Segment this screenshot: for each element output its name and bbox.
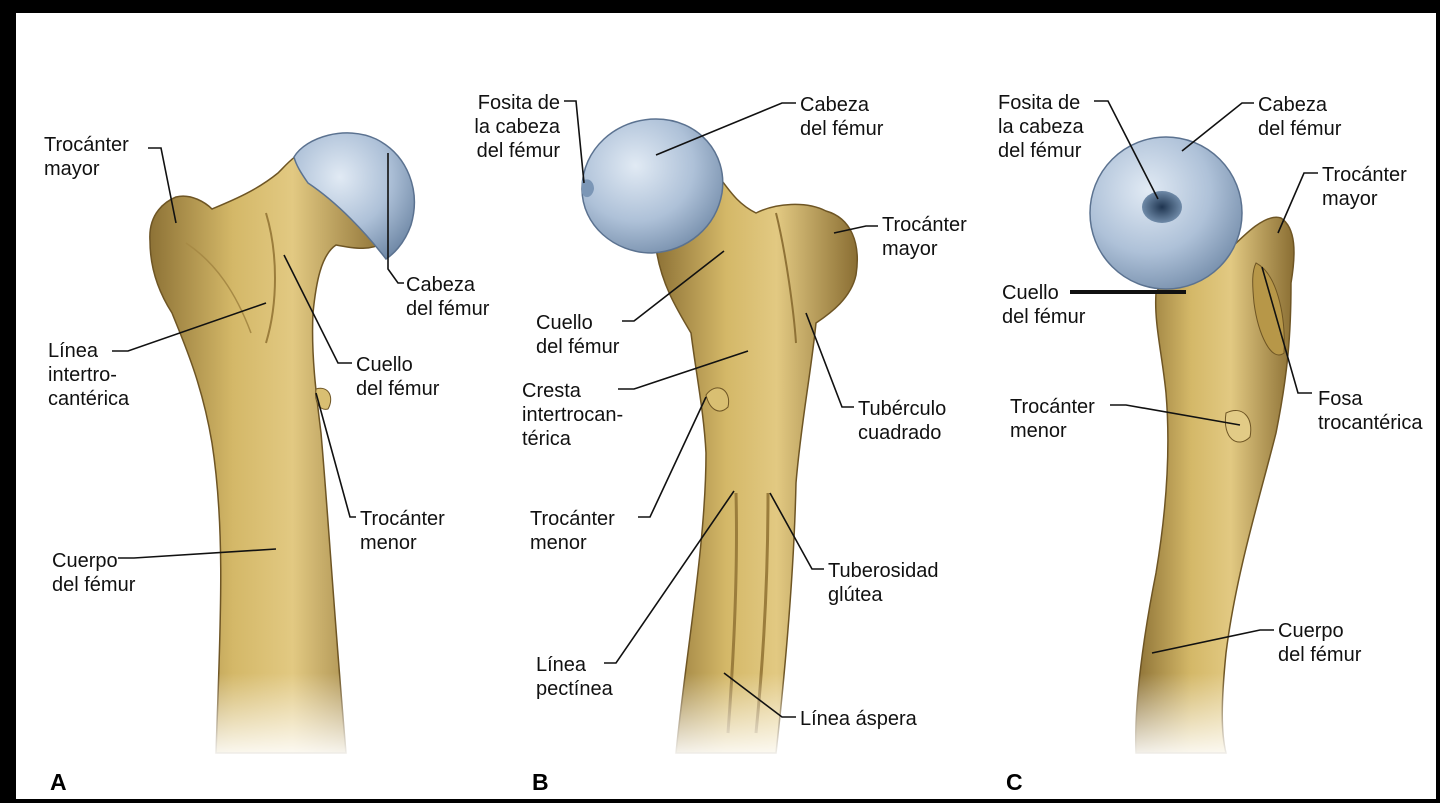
label-c-femoral-head: Cabeza del fémur bbox=[1258, 93, 1341, 141]
femur-illustration bbox=[16, 13, 1436, 799]
leader-b-fovea bbox=[564, 101, 584, 183]
label-a-greater-trochanter: Trocánter mayor bbox=[44, 133, 129, 181]
label-a-shaft: Cuerpo del fémur bbox=[52, 549, 135, 597]
panel-letter-c: C bbox=[1006, 769, 1023, 796]
label-b-intertrochanteric-crest: Cresta intertrocan- térica bbox=[522, 379, 623, 451]
femur-b-head bbox=[582, 119, 723, 253]
label-c-shaft: Cuerpo del fémur bbox=[1278, 619, 1361, 667]
femur-c-fovea bbox=[1142, 191, 1182, 223]
figure-frame: Trocánter mayor Cabeza del fémur Línea i… bbox=[16, 13, 1436, 799]
label-b-quadrate-tubercle: Tubérculo cuadrado bbox=[858, 397, 946, 445]
label-c-trochanteric-fossa: Fosa trocantérica bbox=[1318, 387, 1423, 435]
femur-b bbox=[582, 119, 857, 763]
label-c-femoral-neck: Cuello del fémur bbox=[1002, 281, 1085, 329]
leader-b-lesser-trochanter bbox=[638, 397, 706, 517]
label-b-greater-trochanter: Trocánter mayor bbox=[882, 213, 967, 261]
label-a-femoral-head: Cabeza del fémur bbox=[406, 273, 489, 321]
femur-c bbox=[1090, 137, 1294, 763]
label-c-greater-trochanter: Trocánter mayor bbox=[1322, 163, 1407, 211]
label-b-fovea: Fosita de la cabeza del fémur bbox=[452, 91, 560, 163]
femur-b-body bbox=[656, 173, 857, 753]
femur-a bbox=[150, 133, 414, 763]
panel-letter-a: A bbox=[50, 769, 67, 796]
label-b-gluteal-tuberosity: Tuberosidad glútea bbox=[828, 559, 938, 607]
label-b-linea-aspera: Línea áspera bbox=[800, 707, 917, 731]
panel-letter-b: B bbox=[532, 769, 549, 796]
label-b-pectineal-line: Línea pectínea bbox=[536, 653, 613, 701]
label-b-femoral-head: Cabeza del fémur bbox=[800, 93, 883, 141]
label-a-intertrochanteric-line: Línea intertro- cantérica bbox=[48, 339, 129, 411]
label-c-lesser-trochanter: Trocánter menor bbox=[1010, 395, 1095, 443]
label-a-lesser-trochanter: Trocánter menor bbox=[360, 507, 445, 555]
label-b-femoral-neck: Cuello del fémur bbox=[536, 311, 619, 359]
label-a-femoral-neck: Cuello del fémur bbox=[356, 353, 439, 401]
femur-a-body bbox=[150, 151, 388, 753]
label-c-fovea: Fosita de la cabeza del fémur bbox=[998, 91, 1084, 163]
label-b-lesser-trochanter: Trocánter menor bbox=[530, 507, 615, 555]
